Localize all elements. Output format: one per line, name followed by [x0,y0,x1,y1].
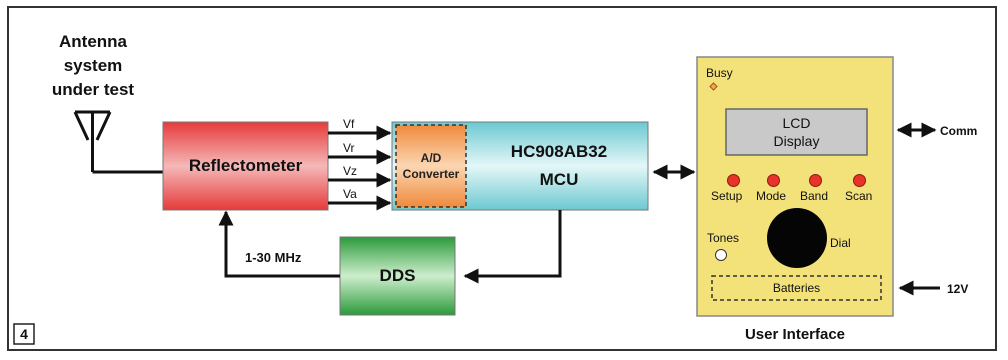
antenna-label-line2: system [63,56,123,75]
adc-block [395,124,467,208]
reflectometer-label: Reflectometer [188,156,303,175]
setup-button[interactable] [727,174,740,187]
dial-label: Dial [830,236,851,250]
adc-label-line1: A/D [420,151,442,165]
mode-button[interactable] [767,174,780,187]
band-button-label: Band [800,189,829,203]
mcu-label-line2: MCU [539,170,579,189]
figure-number: 4 [20,326,28,342]
signal-arrows [328,125,392,211]
dial-knob[interactable] [767,208,827,268]
batteries-label: Batteries [772,281,821,295]
busy-label: Busy [706,66,733,80]
dds-label: DDS [379,266,416,285]
signal-label-vr: Vr [343,141,355,155]
dds-frequency-label: 1-30 MHz [245,250,302,265]
dds-block [339,236,456,316]
signal-label-va: Va [343,187,357,201]
mode-button-label: Mode [756,189,787,203]
lcd-display [725,108,868,156]
comm-label: Comm [940,124,978,138]
tones-label: Tones [707,231,740,245]
busy-led-icon [709,82,718,91]
antenna-label-line1: Antenna [59,32,127,51]
dds-to-reflectometer-line [218,210,340,278]
adc-label: A/D Converter [396,125,466,207]
batteries-compartment [711,275,882,301]
signal-label-vf: Vf [343,117,355,131]
user-interface-caption: User Interface [744,326,846,343]
reflectometer-block [162,121,329,211]
scan-button[interactable] [853,174,866,187]
mcu-label-line1: HC908AB32 [510,142,608,161]
adc-label-line2: Converter [402,167,460,181]
figure-border [7,6,997,351]
figure-number-box [13,323,35,345]
band-button[interactable] [809,174,822,187]
lcd-label-line2: Display [773,133,820,149]
setup-button-label: Setup [711,189,743,203]
mcu-to-dds-line [463,210,562,284]
tones-led-icon [715,249,727,261]
scan-button-label: Scan [845,189,873,203]
signal-label-vz: Vz [343,164,358,178]
antenna-label-line3: under test [51,80,135,99]
lcd-label: LCD Display [726,109,867,155]
antenna-label: Antenna system under test [38,30,148,102]
lcd-label-line1: LCD [782,115,811,131]
antenna-icon [73,110,163,174]
mcu-label: HC908AB32 MCU [470,122,648,210]
power-label: 12V [947,282,969,296]
